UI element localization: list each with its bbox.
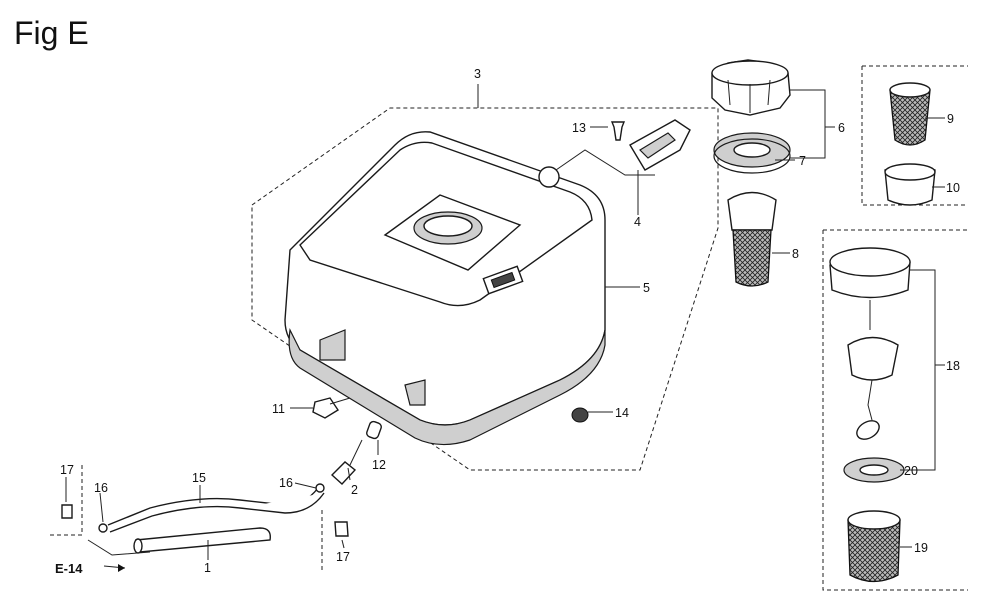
strainer-set-frame bbox=[861, 65, 968, 206]
leader-lines bbox=[65, 89, 945, 560]
callout-2: 2 bbox=[351, 483, 358, 497]
callout-12: 12 bbox=[372, 458, 386, 472]
callout-17b: 17 bbox=[336, 550, 350, 564]
callout-18: 18 bbox=[946, 359, 960, 373]
reference-label: E-14 bbox=[55, 561, 83, 576]
callout-6: 6 bbox=[838, 121, 845, 135]
callout-17a: 17 bbox=[60, 463, 74, 477]
callout-9: 9 bbox=[947, 112, 954, 126]
callout-16a: 16 bbox=[279, 476, 293, 490]
callout-19: 19 bbox=[914, 541, 928, 555]
callout-15: 15 bbox=[192, 471, 206, 485]
fuel-gauge bbox=[538, 119, 691, 188]
callout-11: 11 bbox=[272, 402, 285, 416]
tank-group-frame bbox=[251, 84, 719, 471]
callout-1: 1 bbox=[204, 561, 211, 575]
callout-5: 5 bbox=[643, 281, 650, 295]
callout-20: 20 bbox=[904, 464, 918, 478]
alt-cap-assembly-frame bbox=[822, 229, 968, 591]
fuel-tank bbox=[284, 131, 606, 446]
reference-arrow bbox=[87, 539, 151, 572]
callout-7: 7 bbox=[799, 154, 806, 168]
callout-8: 8 bbox=[792, 247, 799, 261]
screw bbox=[610, 121, 626, 141]
filler-cap-assembly bbox=[711, 59, 791, 287]
figure-title: Fig E bbox=[14, 15, 89, 51]
callout-3: 3 bbox=[474, 67, 481, 81]
fuel-tubes bbox=[98, 483, 325, 554]
callout-4: 4 bbox=[634, 215, 641, 229]
callout-16b: 16 bbox=[94, 481, 108, 495]
callout-labels: 1 2 3 4 5 6 7 8 9 10 11 12 13 14 15 16 1… bbox=[55, 67, 960, 576]
clip-frames bbox=[50, 465, 349, 570]
callout-13: 13 bbox=[572, 121, 586, 135]
callout-10: 10 bbox=[946, 181, 960, 195]
tank-fittings bbox=[312, 397, 589, 485]
callout-14: 14 bbox=[615, 406, 629, 420]
